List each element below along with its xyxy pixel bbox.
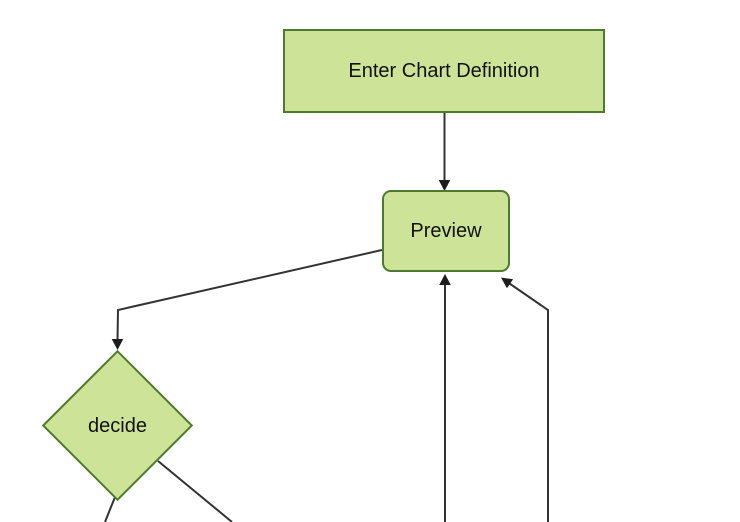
arrowhead-bottom-center-to-preview <box>439 274 451 285</box>
node-preview-label: Preview <box>410 220 482 242</box>
edge-bottom-right-to-preview <box>508 282 549 522</box>
edge-preview-to-decide <box>116 249 383 341</box>
arrowhead-preview-to-decide <box>111 339 124 350</box>
arrowhead-bottom-right-to-preview <box>501 277 514 289</box>
node-decide-label: decide <box>88 414 147 437</box>
node-preview[interactable]: Preview <box>382 190 510 272</box>
node-enter-chart-definition-label: Enter Chart Definition <box>348 60 540 82</box>
node-enter-chart-definition[interactable]: Enter Chart Definition <box>283 29 605 113</box>
node-decide[interactable]: decide <box>41 349 194 502</box>
